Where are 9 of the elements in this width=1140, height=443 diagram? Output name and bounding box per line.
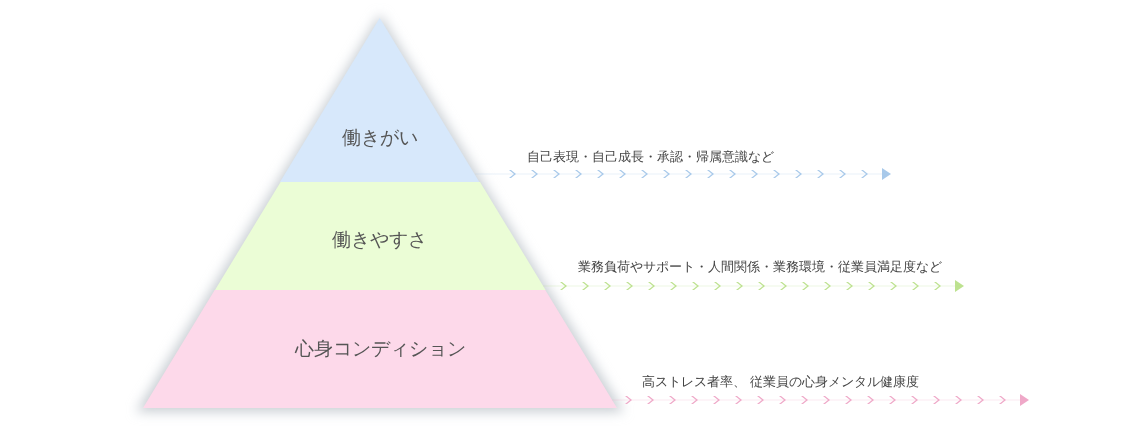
description-text: 高ストレス者率、 従業員の心身メンタル健康度 bbox=[642, 373, 920, 391]
chevron-arrow bbox=[474, 168, 891, 180]
description-text: 自己表現・自己成長・承認・帰属意識など bbox=[527, 148, 774, 166]
tier-label: 心身コンディション bbox=[294, 336, 466, 361]
tier-label: 働きやすさ bbox=[332, 227, 428, 252]
tier-label: 働きがい bbox=[342, 125, 418, 150]
chevron-arrow bbox=[611, 394, 1029, 406]
chevron-arrow bbox=[542, 280, 964, 292]
description-text: 業務負荷やサポート・人間関係・業務環境・従業員満足度など bbox=[578, 258, 942, 276]
